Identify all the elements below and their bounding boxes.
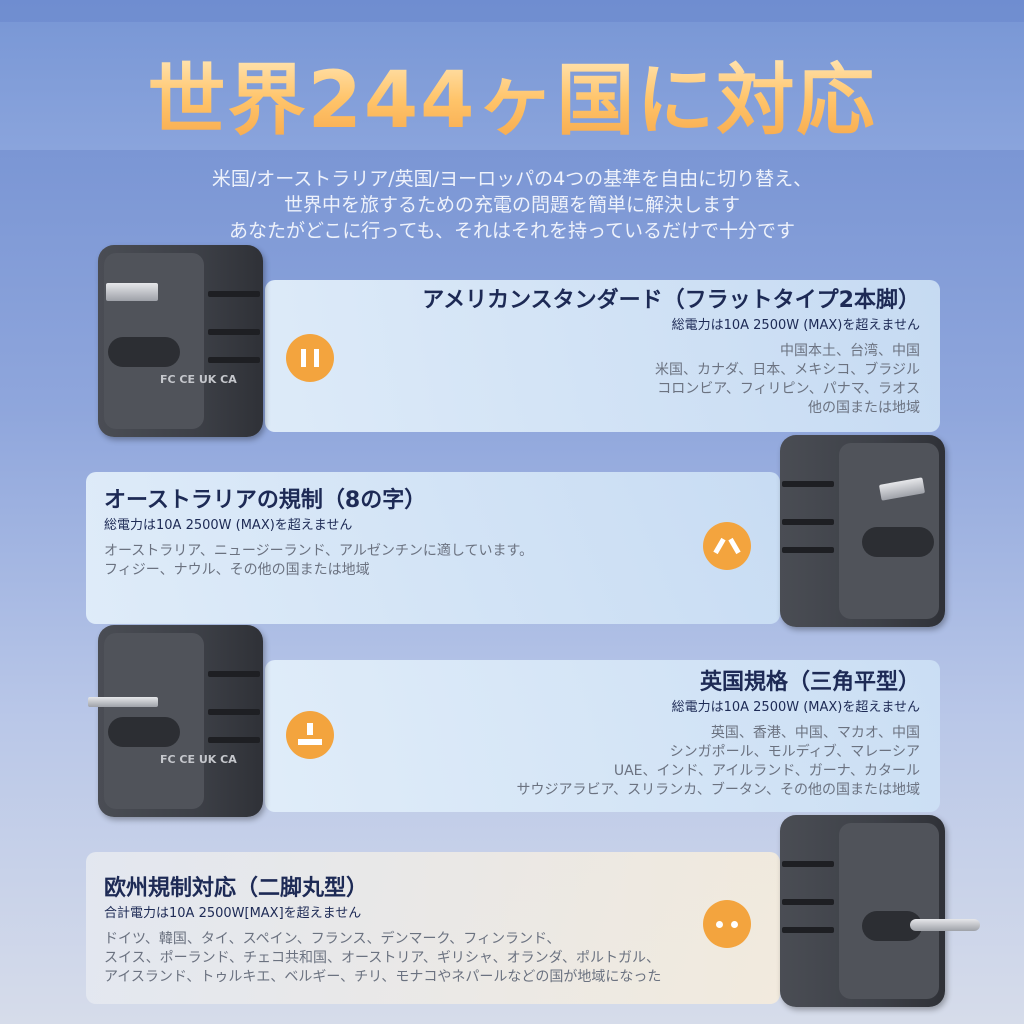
country-line: コロンビア、フィリピン、パナマ、ラオス: [657, 381, 920, 397]
country-line: UAE、インド、アイルランド、ガーナ、カタール: [613, 763, 920, 779]
subtitle-line: 世界中を旅するための充電の問題を簡単に解決します: [283, 194, 740, 216]
country-line: 英国、香港、中国、マカオ、中国: [710, 725, 920, 741]
certification-marks: FC CE UK CA: [160, 753, 237, 766]
country-line: スイス、ポーランド、チェコ共和国、オーストリア、ギリシャ、オランダ、ポルトガル、: [104, 950, 660, 966]
adapter-us-image: FC CE UK CA: [98, 245, 263, 437]
power-limit: 総電力は10A 2500W (MAX)を超えません: [104, 518, 353, 533]
section-heading: オーストラリアの規制（8の字）: [104, 488, 427, 513]
country-line: 米国、カナダ、日本、メキシコ、ブラジル: [654, 362, 920, 378]
title-band: [0, 22, 1024, 150]
au-plug-icon: [703, 522, 751, 570]
us-plug-icon: [286, 334, 334, 382]
page-title: 世界244ヶ国に対応: [0, 38, 1024, 150]
section-eu-text: 欧州規制対応（二脚丸型） 合計電力は10A 2500W[MAX]を超えません ド…: [104, 874, 661, 987]
country-line: 他の国または地域: [808, 400, 920, 416]
country-line: オーストラリア、ニュージーランド、アルゼンチンに適しています。: [104, 543, 534, 559]
country-line: フィジー、ナウル、その他の国または地域: [104, 562, 370, 578]
section-us-panel: [265, 280, 940, 432]
section-heading: 欧州規制対応（二脚丸型）: [104, 876, 369, 901]
uk-plug-icon: [286, 711, 334, 759]
subtitle: 米国/オーストラリア/英国/ヨーロッパの4つの基準を自由に切り替え、 世界中を旅…: [0, 166, 1024, 244]
power-limit: 総電力は10A 2500W (MAX)を超えません: [671, 700, 920, 715]
country-line: 中国本土、台湾、中国: [780, 343, 920, 359]
adapter-uk-image: FC CE UK CA: [88, 625, 263, 817]
subtitle-line: 米国/オーストラリア/英国/ヨーロッパの4つの基準を自由に切り替え、: [211, 168, 813, 190]
country-line: アイスランド、トゥルキエ、ベルギー、チリ、モナコやネパールなどの国が地域になった: [104, 969, 662, 985]
country-line: ドイツ、韓国、タイ、スペイン、フランス、デンマーク、フィンランド、: [104, 931, 561, 947]
country-line: サウジアラビア、スリランカ、ブータン、その他の国または地域: [516, 782, 920, 798]
adapter-eu-image: [780, 815, 980, 1007]
subtitle-line: あなたがどこに行っても、それはそれを持っているだけで十分です: [228, 220, 795, 242]
section-eu-panel: [86, 852, 780, 1004]
country-line: シンガポール、モルディブ、マレーシア: [669, 744, 920, 760]
power-limit: 合計電力は10A 2500W[MAX]を超えません: [104, 906, 362, 921]
section-uk-text: 英国規格（三角平型） 総電力は10A 2500W (MAX)を超えません 英国、…: [517, 668, 920, 800]
section-us-text: アメリカンスタンダード（フラットタイプ2本脚） 総電力は10A 2500W (M…: [422, 286, 920, 418]
section-heading: アメリカンスタンダード（フラットタイプ2本脚）: [422, 288, 920, 313]
certification-marks: FC CE UK CA: [160, 373, 237, 386]
section-uk-panel: [265, 660, 940, 812]
eu-plug-icon: [703, 900, 751, 948]
section-heading: 英国規格（三角平型）: [699, 670, 920, 695]
section-au-panel: [86, 472, 780, 624]
power-limit: 総電力は10A 2500W (MAX)を超えません: [671, 318, 920, 333]
adapter-au-image: [780, 435, 945, 627]
section-au-text: オーストラリアの規制（8の字） 総電力は10A 2500W (MAX)を超えませ…: [104, 486, 533, 580]
